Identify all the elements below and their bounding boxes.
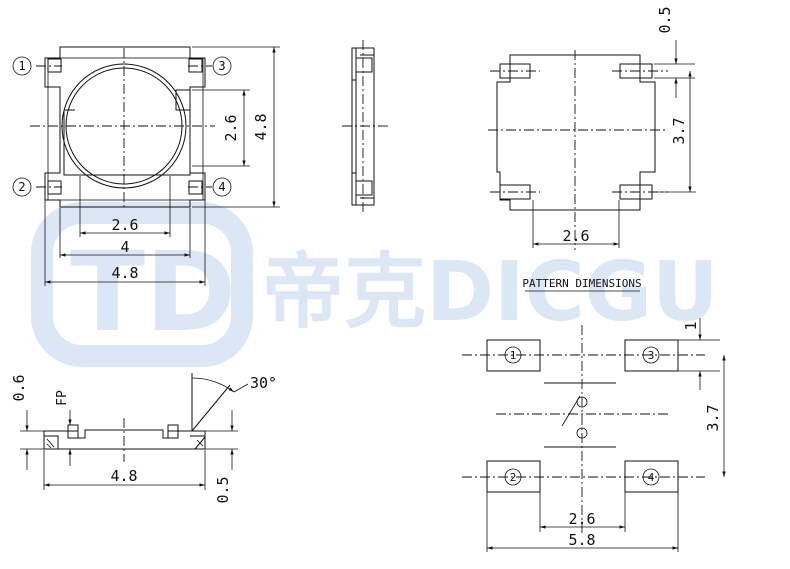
dim-pattern-total-width: 5.8 [568, 531, 595, 549]
svg-text:4: 4 [218, 180, 225, 194]
dim-pattern-pitch: 3.7 [704, 404, 722, 431]
dim-bottom-width: 2.6 [562, 227, 589, 245]
pin-label-2: 2 [12, 177, 32, 197]
svg-text:3: 3 [648, 349, 655, 362]
dim-top-pad-width: 4 [120, 238, 129, 256]
pattern-pad-3 [624, 339, 679, 372]
pattern-pad-4 [624, 460, 679, 493]
svg-text:2: 2 [18, 180, 25, 194]
dim-side-height: 0.6 [10, 374, 28, 401]
dim-top-inner-width: 2.6 [111, 216, 138, 234]
top-inner-frame [63, 89, 191, 176]
pattern-pad-1 [486, 339, 541, 372]
svg-text:TD: TD [70, 228, 236, 356]
pin-label-1: 1 [12, 56, 32, 76]
pin-label-3: 3 [212, 56, 232, 76]
svg-text:1: 1 [510, 349, 517, 362]
svg-text:2: 2 [510, 471, 517, 484]
top-frame [47, 57, 204, 201]
pattern-title: PATTERN DIMENSIONS [522, 277, 641, 290]
watermark-brand: 帝克DICGU [262, 245, 719, 340]
svg-text:1: 1 [18, 59, 25, 73]
top-body-outline [44, 46, 206, 208]
top-lead-2 [47, 180, 62, 195]
dim-top-body-width: 4.8 [111, 264, 138, 282]
watermark-logo: TD [31, 202, 253, 367]
top-view: 1 2 3 4 2.6 4.8 2.6 4 [12, 46, 280, 286]
svg-text:3: 3 [218, 59, 225, 73]
dim-bottom-pin-pitch: 3.7 [670, 117, 688, 144]
watermark: TD 帝克DICGU [31, 202, 719, 367]
dim-top-body-height: 4.8 [252, 113, 270, 140]
dim-side-fp: FP [55, 390, 70, 406]
svg-text:4: 4 [648, 471, 655, 484]
bottom-view: 0.5 3.7 2.6 [488, 6, 696, 250]
top-lead-1 [47, 58, 62, 73]
pattern-pad-2 [486, 460, 541, 493]
dim-side-angle: 30° [250, 374, 277, 392]
dim-top-inner-height: 2.6 [222, 114, 240, 141]
dim-side-length: 4.8 [110, 467, 137, 485]
bottom-outline [496, 54, 656, 211]
dim-pattern-pad-height: 1 [682, 321, 700, 330]
dim-bottom-pin-offset: 0.5 [656, 6, 674, 33]
top-lead-4 [188, 180, 203, 195]
top-lead-3 [188, 58, 203, 73]
dim-side-lead: 0.5 [214, 476, 232, 503]
side-view: 30° 0.6 FP 4.8 0.5 [10, 373, 277, 504]
dim-pattern-inner-width: 2.6 [568, 510, 595, 528]
pin-label-4: 4 [212, 177, 232, 197]
side-profile [342, 40, 390, 212]
pattern-view: PATTERN DIMENSIONS 1 2 3 4 [462, 277, 726, 552]
